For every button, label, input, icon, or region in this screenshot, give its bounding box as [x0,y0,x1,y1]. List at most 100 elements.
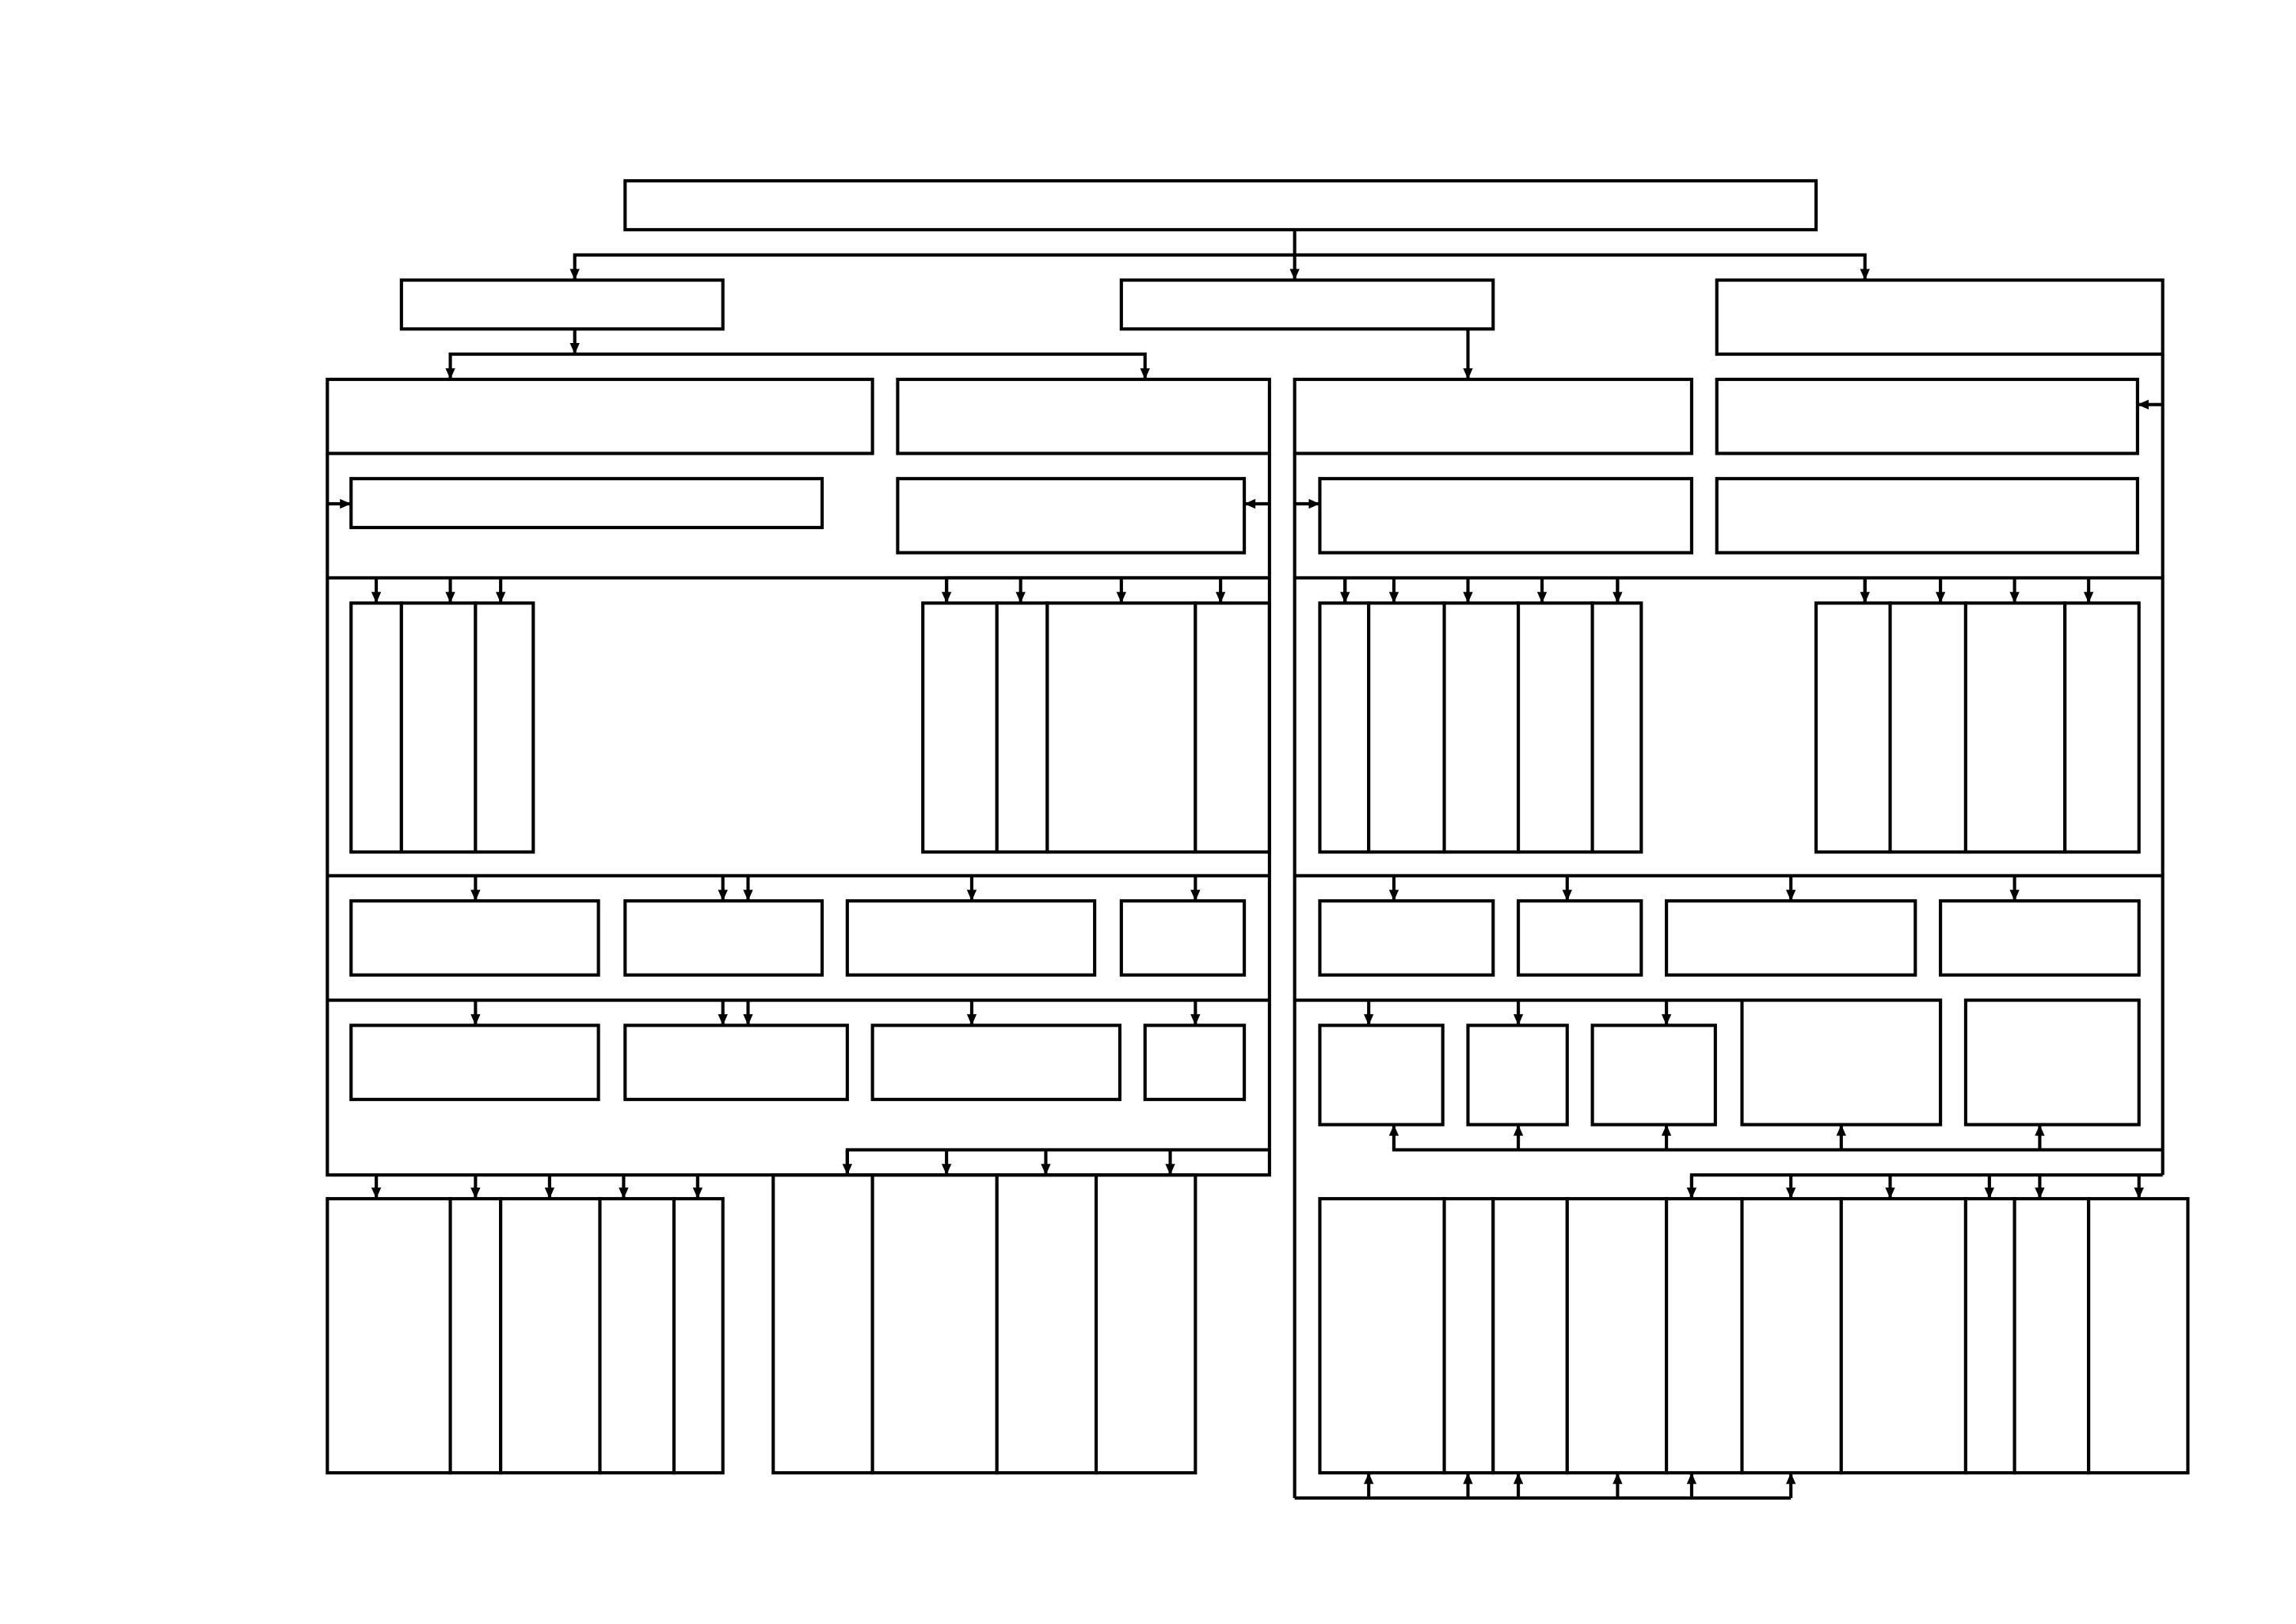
bottom-group2-col-2 [870,1173,999,1475]
g3-arrow-5 [1613,592,1623,604]
g3-arrow-2 [1388,592,1399,604]
tier3-1-arrow [445,368,455,379]
bg2-arrow-2 [941,1164,952,1176]
tier3-box-3 [1293,377,1693,456]
row-b-up-arrow-3 [1661,1124,1672,1136]
g1-b-arrow [445,592,455,604]
row-b-box-3 [870,1024,1122,1101]
row-b-arrow-5 [1190,1014,1201,1026]
bottom-group1-col-5 [672,1197,725,1475]
bg2-arrow-1 [842,1164,852,1176]
tier2-box-left [399,278,725,331]
row-b-arrow-1 [470,1014,481,1026]
bottom-group3-col-1 [1318,1197,1446,1475]
row-b-up-bus-wire [1392,1124,2163,1152]
diagram-boxes [326,179,2190,1475]
bg1-arrow-4 [619,1188,629,1199]
root-box [623,179,1818,232]
tier4-3-arrow [1308,498,1320,509]
group3-col-3 [1442,601,1521,854]
row-a-box-1 [349,899,600,977]
bg1-arrow-2 [470,1188,481,1199]
g2-arrow-4 [1215,592,1226,604]
bg1-arrow-3 [544,1188,555,1199]
bottom-group1-col-4 [598,1197,676,1475]
bg2-arrow-3 [1041,1164,1051,1176]
tier4-box-1 [349,477,824,529]
bg3-top-arrow-1 [1686,1188,1697,1199]
bottom-group1-col-2 [448,1197,503,1475]
tier3-2-arrow [1140,368,1150,379]
root-bus-wire [573,253,1867,280]
group3-col-2 [1367,601,1446,854]
row-b-up-arrow-2 [1513,1124,1524,1136]
group3-col-5 [1590,601,1643,854]
row-a-box-4 [1119,899,1247,977]
group1-col-3 [474,601,535,854]
tier3-box-4 [1715,377,2139,456]
group4-col-1 [1814,601,1892,854]
row-a-box-8 [1939,899,2141,977]
bg1-arrow-1 [371,1188,382,1199]
row-b-arrow-2 [718,1014,728,1026]
bg3-up-arrow-4 [1613,1473,1623,1485]
row-a-arrow-8 [1786,890,1796,902]
row-a-box-5 [1318,899,1495,977]
row-b-arrow-8 [1661,1014,1672,1026]
group2-col-3 [1045,601,1197,854]
group4-col-3 [1963,601,2067,854]
group3-col-1 [1318,601,1371,854]
tier4-2-arrow [1244,498,1256,509]
bg3-up-arrow-2 [1463,1473,1473,1485]
row-b-arrow-7 [1513,1014,1524,1026]
group1-col-2 [399,601,478,854]
bg3-top-arrow-5 [2035,1188,2045,1199]
diagram-arrowheads [340,269,2149,1485]
group3-col-4 [1517,601,1594,854]
root-to-right-arrow [1860,269,1870,280]
tier4-box-3 [1318,477,1693,555]
group2-col-2 [995,601,1049,854]
tier4-1-arrow [340,498,352,509]
row-b-box-5 [1318,1024,1445,1127]
bottom-group3-col-4 [1565,1197,1669,1475]
bottom-group3-col-8 [1963,1197,2016,1475]
row-a-arrow-4 [966,890,977,902]
row-b-box-1 [349,1024,600,1101]
bg3-up-arrow-6 [1786,1473,1796,1485]
row-b-box-4 [1143,1024,1247,1101]
g1-a-arrow [371,592,382,604]
row-b-up-arrow-1 [1388,1124,1399,1136]
group4-col-4 [2063,601,2141,854]
bottom-group3-col-2 [1442,1197,1495,1475]
row-b-box-8 [1740,998,1943,1127]
row-b-arrow-4 [966,1014,977,1026]
g4-arrow-3 [2009,592,2020,604]
g4-arrow-1 [1860,592,1870,604]
left-drop-arrow [569,343,580,355]
row-a-arrow-3 [743,890,753,902]
bg3-up-arrow-1 [1364,1473,1374,1485]
bottom-group3-col-6 [1740,1197,1843,1475]
tier2-box-right [1715,278,2165,356]
g2-arrow-2 [1015,592,1026,604]
row-a-box-7 [1665,899,1917,977]
g1-c-arrow [495,592,506,604]
bottom-group1-col-1 [326,1197,452,1475]
row-a-arrow-7 [1562,890,1572,902]
bg3-top-arrow-4 [1984,1188,1995,1199]
g3-arrow-3 [1463,592,1473,604]
bottom-group3-col-7 [1839,1197,1967,1475]
bg2-bus-wire [845,1148,1270,1176]
group2-col-1 [921,601,999,854]
root-to-center-arrow [1289,269,1300,280]
left-frame-wire [326,453,1271,1177]
root-to-left-arrow [569,269,580,280]
row-b-arrow-3 [743,1014,753,1026]
tier3-box-2 [896,377,1271,456]
tier2-box-center [1119,278,1495,331]
bottom-group2-col-3 [995,1173,1099,1475]
g3-arrow-4 [1536,592,1548,604]
tier3-box-1 [326,377,874,456]
